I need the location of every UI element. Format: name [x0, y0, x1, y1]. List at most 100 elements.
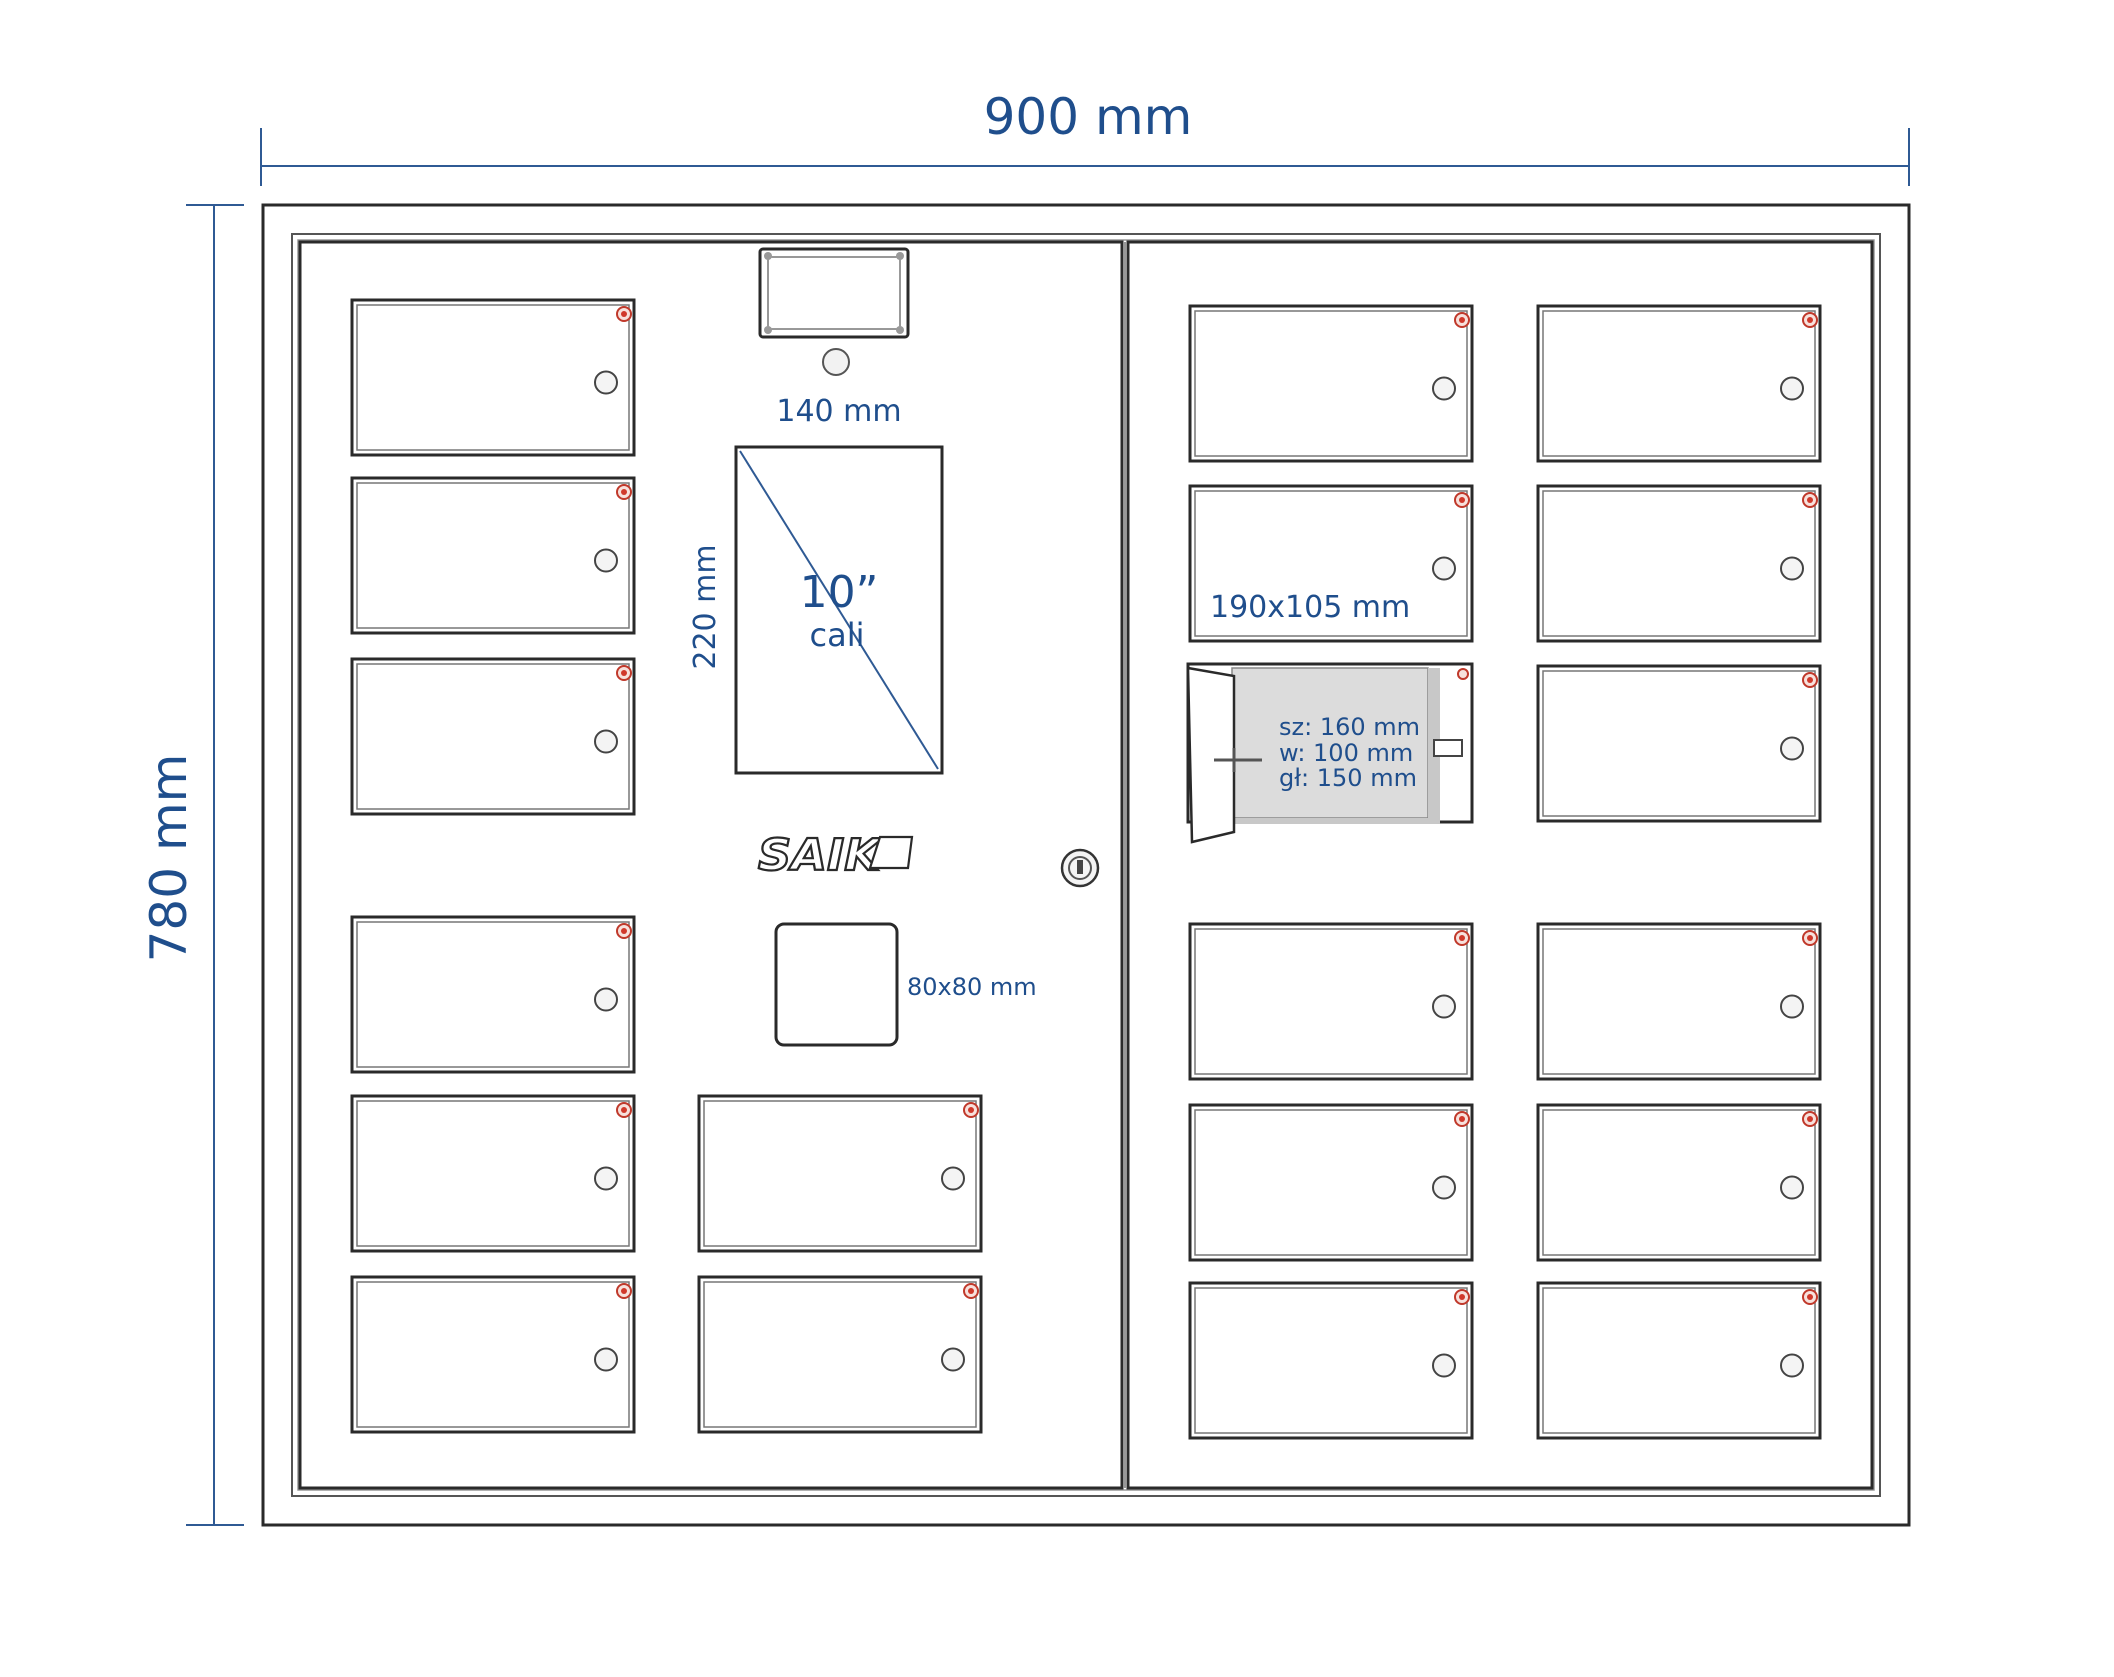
locker-door[interactable] — [1536, 304, 1822, 463]
locker-knob-icon[interactable] — [594, 370, 618, 395]
screen-size-unit: cali — [810, 616, 865, 654]
locker-inner-edge — [1542, 310, 1816, 457]
locker-frame — [1536, 304, 1822, 463]
locker-frame — [1536, 484, 1822, 643]
compartment-width: sz: 160 mm — [1279, 713, 1420, 741]
touch-screen[interactable]: 140 mm 220 mm 10” cali — [688, 394, 944, 775]
locker-knob-icon[interactable] — [594, 729, 618, 754]
locker-knob-icon[interactable] — [594, 1166, 618, 1191]
locker-knob-icon[interactable] — [594, 548, 618, 573]
nameplate — [758, 247, 910, 339]
locker-knob-icon[interactable] — [1780, 556, 1804, 581]
locker-knob-icon[interactable] — [1432, 376, 1456, 401]
locker-frame — [350, 657, 636, 816]
locker-inner-edge — [1194, 310, 1468, 457]
locker-inner-edge — [1542, 928, 1816, 1075]
locker-inner-edge — [356, 304, 630, 451]
locker-door[interactable] — [1188, 484, 1474, 643]
locker-inner-edge — [356, 921, 630, 1068]
status-led-dot — [621, 489, 627, 495]
locker-inner-edge — [356, 663, 630, 810]
logo-text: SAIK — [758, 830, 883, 881]
locker-frame — [350, 476, 636, 635]
status-led-dot — [1807, 935, 1813, 941]
locker-knob-icon[interactable] — [1780, 736, 1804, 761]
locker-knob-icon[interactable] — [594, 1347, 618, 1372]
locker-frame — [1536, 1103, 1822, 1262]
locker-knob-icon[interactable] — [1432, 994, 1456, 1019]
locker-door[interactable] — [350, 476, 636, 635]
locker-frame — [350, 1275, 636, 1434]
locker-knob-icon[interactable] — [1780, 1175, 1804, 1200]
status-led-dot — [1807, 677, 1813, 683]
locker-knob-icon[interactable] — [1780, 376, 1804, 401]
status-led-dot — [621, 1107, 627, 1113]
camera-lens — [822, 348, 850, 376]
locker-door[interactable] — [350, 915, 636, 1074]
locker-inner-edge — [1194, 928, 1468, 1075]
locker-door[interactable] — [1188, 1281, 1474, 1440]
locker-door[interactable] — [1536, 484, 1822, 643]
locker-inner-edge — [1194, 1109, 1468, 1256]
status-led-dot — [1459, 935, 1465, 941]
lock-keyhole-icon[interactable] — [1060, 848, 1100, 888]
locker-knob-icon[interactable] — [1780, 994, 1804, 1019]
status-led-dot — [621, 1288, 627, 1294]
locker-frame — [1188, 1103, 1474, 1262]
compartment-height: w: 100 mm — [1279, 739, 1413, 767]
locker-inner-edge — [356, 482, 630, 629]
locker-frame — [1536, 922, 1822, 1081]
card-reader[interactable]: 80x80 mm — [774, 922, 1037, 1047]
locker-door[interactable] — [697, 1275, 983, 1434]
width-label: 900 mm — [984, 88, 1193, 146]
locker-inner-edge — [1542, 1109, 1816, 1256]
locker-door[interactable] — [350, 657, 636, 816]
locker-door[interactable] — [1536, 922, 1822, 1081]
locker-inner-edge — [1542, 1287, 1816, 1434]
locker-knob-icon[interactable] — [1432, 556, 1456, 581]
locker-knob-icon[interactable] — [1780, 1353, 1804, 1378]
locker-knob-icon[interactable] — [594, 987, 618, 1012]
locker-frame — [697, 1094, 983, 1253]
locker-knob-icon[interactable] — [1432, 1175, 1456, 1200]
locker-frame — [350, 298, 636, 457]
status-led-dot — [968, 1107, 974, 1113]
locker-frame — [350, 1094, 636, 1253]
locker-frame — [1536, 664, 1822, 823]
screen-size-value: 10” — [800, 567, 879, 618]
height-label: 780 mm — [140, 754, 198, 963]
status-led-dot — [1459, 1116, 1465, 1122]
status-led-dot — [1807, 497, 1813, 503]
locker-door[interactable] — [350, 1275, 636, 1434]
screen-height-label: 220 mm — [688, 544, 723, 669]
locker-door[interactable] — [1188, 304, 1474, 463]
locker-door[interactable] — [1188, 1103, 1474, 1262]
locker-frame — [1188, 484, 1474, 643]
locker-inner-edge — [356, 1281, 630, 1428]
open-compartment: sz: 160 mm w: 100 mm gł: 150 mm — [1186, 662, 1474, 844]
locker-knob-icon[interactable] — [941, 1166, 965, 1191]
locker-inner-edge — [1194, 490, 1468, 637]
locker-door[interactable] — [1188, 922, 1474, 1081]
status-led-dot — [621, 311, 627, 317]
locker-door[interactable] — [1536, 664, 1822, 823]
status-led-dot — [621, 670, 627, 676]
height-dimension: 780 mm — [140, 204, 244, 1526]
status-led-dot — [1459, 1294, 1465, 1300]
locker-inner-edge — [703, 1281, 977, 1428]
status-led-dot — [1807, 1294, 1813, 1300]
locker-frame — [1536, 1281, 1822, 1440]
locker-door[interactable] — [350, 1094, 636, 1253]
locker-frame — [1188, 1281, 1474, 1440]
locker-knob-icon[interactable] — [941, 1347, 965, 1372]
status-led-dot — [1807, 317, 1813, 323]
locker-door[interactable] — [697, 1094, 983, 1253]
locker-door[interactable] — [1536, 1281, 1822, 1440]
status-led-dot — [968, 1288, 974, 1294]
locker-door[interactable] — [1536, 1103, 1822, 1262]
locker-door[interactable] — [350, 298, 636, 457]
locker-knob-icon[interactable] — [1432, 1353, 1456, 1378]
locker-frame — [350, 915, 636, 1074]
locker-frame — [1188, 304, 1474, 463]
